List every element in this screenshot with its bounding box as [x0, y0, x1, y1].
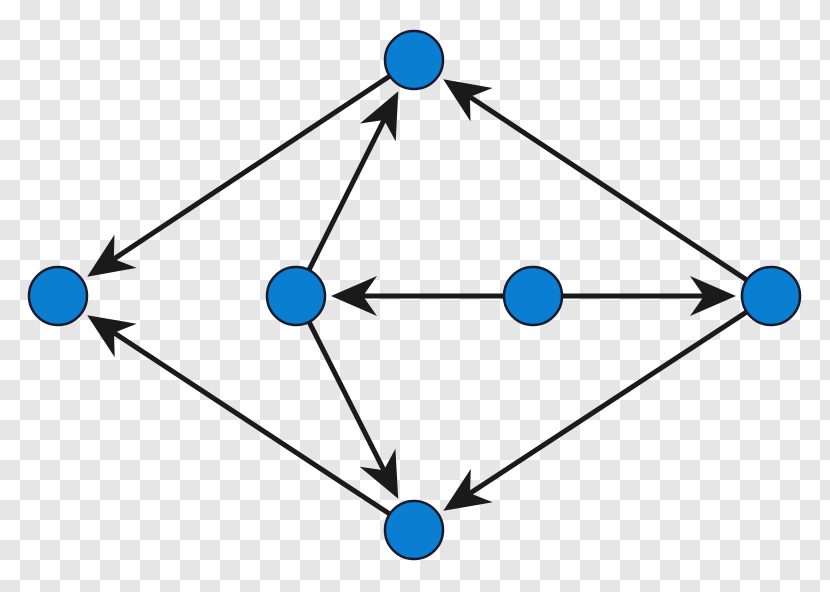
arrowhead-icon: [87, 234, 137, 277]
edge-right-to-top: [443, 79, 749, 283]
nodes-layer: [27, 29, 802, 561]
arrowhead-icon: [443, 79, 493, 122]
arrowhead-icon: [359, 91, 399, 142]
edge-line: [112, 330, 392, 517]
edges-layer: [87, 73, 749, 517]
edge-line: [306, 320, 387, 472]
node-right: [740, 265, 802, 327]
node-center: [502, 265, 564, 327]
edge-line: [306, 118, 387, 272]
edge-center-to-right: [562, 276, 736, 316]
arrowhead-icon: [359, 448, 399, 499]
edge-line: [468, 94, 749, 283]
node-top: [383, 29, 445, 91]
edge-line: [112, 73, 392, 262]
edge-line: [468, 309, 749, 496]
node-bottom: [383, 499, 445, 561]
edge-right-to-bottom: [443, 309, 749, 511]
node-center-left: [265, 265, 327, 327]
arrowhead-icon: [87, 315, 137, 358]
edge-center-left-to-bottom: [306, 320, 399, 499]
edge-bottom-to-left: [87, 315, 392, 517]
edge-center-left-to-top: [306, 91, 399, 272]
arrowhead-icon: [443, 468, 493, 511]
arrowhead-icon: [690, 276, 736, 316]
edge-center-to-center-left: [331, 276, 504, 316]
node-left: [27, 265, 89, 327]
arrowhead-icon: [331, 276, 377, 316]
edge-top-to-left: [87, 73, 392, 277]
